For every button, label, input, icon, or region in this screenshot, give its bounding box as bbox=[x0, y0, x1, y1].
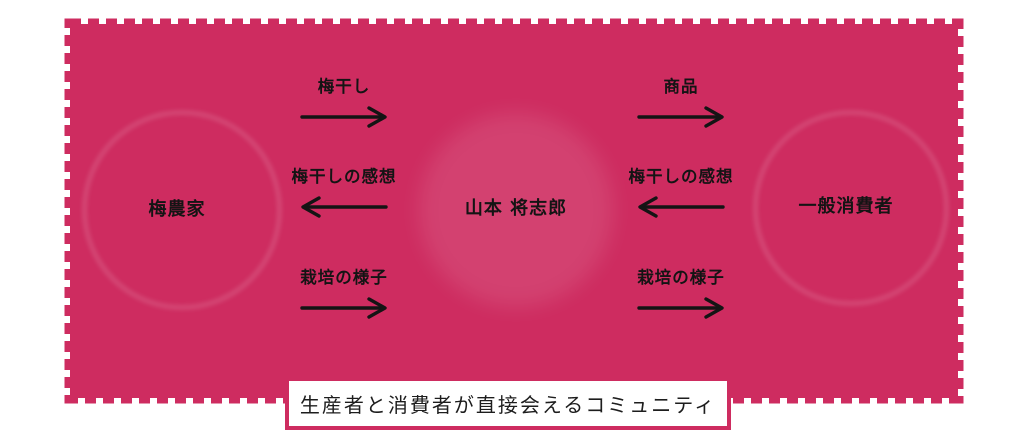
caption-text: 生産者と消費者が直接会えるコミュニティ bbox=[299, 393, 717, 417]
intermediary-label: 山本 将志郎 bbox=[464, 198, 568, 219]
arrow-left-icon bbox=[301, 196, 388, 218]
caption-box: 生産者と消費者が直接会えるコミュニティ bbox=[285, 377, 731, 430]
flow-umeboshi-label: 梅干し bbox=[317, 77, 371, 96]
flow-cultivation-left: 栽培の様子 bbox=[256, 267, 432, 320]
arrow-right-icon bbox=[300, 106, 387, 128]
arrow-right-icon bbox=[300, 297, 387, 319]
flow-cultivation-right-label: 栽培の様子 bbox=[637, 268, 725, 287]
flow-umeboshi-feedback-left-label: 梅干しの感想 bbox=[291, 167, 397, 186]
stamp-rect bbox=[64, 18, 964, 404]
arrow-left-icon bbox=[638, 196, 725, 218]
arrow-right-icon bbox=[637, 106, 724, 128]
flow-umeboshi-feedback-right-label: 梅干しの感想 bbox=[628, 167, 734, 186]
flow-umeboshi-feedback-left: 梅干しの感想 bbox=[256, 166, 432, 219]
producer-label: 梅農家 bbox=[148, 199, 206, 220]
flow-umeboshi-feedback-right: 梅干しの感想 bbox=[593, 166, 769, 219]
consumer-label: 一般消費者 bbox=[798, 196, 894, 217]
flow-umeboshi: 梅干し bbox=[256, 76, 432, 129]
arrow-right-icon bbox=[637, 297, 724, 319]
flow-product: 商品 bbox=[593, 76, 769, 129]
flow-cultivation-left-label: 栽培の様子 bbox=[300, 268, 388, 287]
flow-product-label: 商品 bbox=[663, 77, 699, 96]
flow-cultivation-right: 栽培の様子 bbox=[593, 267, 769, 320]
